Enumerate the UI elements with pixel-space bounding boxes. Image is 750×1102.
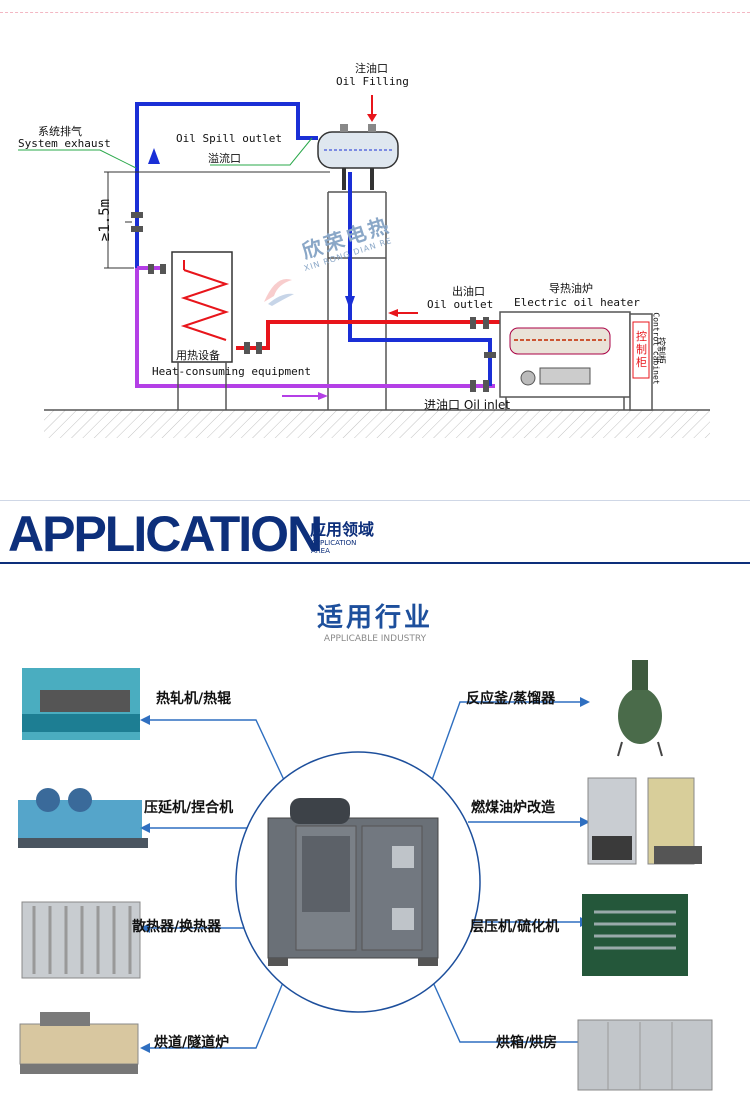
image-coal-boiler-retrofit bbox=[587, 777, 702, 865]
image-calender-machine bbox=[18, 788, 148, 848]
blue-exhaust-line bbox=[135, 102, 318, 268]
industry-title: 适用行业 bbox=[316, 603, 433, 633]
application-underline bbox=[0, 562, 750, 564]
heater-label-cn: 导热油炉 bbox=[549, 282, 593, 295]
oil-spill-label-cn: 溢流口 bbox=[208, 152, 241, 165]
oil-filling-label-cn: 注油口 bbox=[355, 62, 388, 75]
label-coal-retrofit: 燃煤油炉改造 bbox=[471, 800, 555, 816]
system-exhaust-label-cn: 系统排气 bbox=[38, 125, 82, 138]
label-calender: 压延机/捏合机 bbox=[144, 800, 234, 816]
valve-equipment-outlet bbox=[244, 342, 262, 354]
application-title-cn: 应用领域 bbox=[310, 520, 375, 539]
application-title: APPLICATION bbox=[8, 506, 323, 562]
height-dimension bbox=[104, 171, 330, 269]
label-radiator: 散热器/换热器 bbox=[132, 919, 222, 935]
ground-hatch bbox=[44, 410, 710, 438]
red-hot-oil-line bbox=[236, 320, 505, 350]
cabinet-label-cn: 控制柜 bbox=[655, 336, 666, 365]
heat-consuming-equipment bbox=[171, 251, 233, 410]
equipment-label-cn: 用热设备 bbox=[176, 349, 220, 362]
label-hot-roll: 热轧机/热辊 bbox=[156, 691, 232, 707]
oil-inlet-label: 进油口 Oil inlet bbox=[424, 398, 511, 412]
valve-oil-inlet bbox=[470, 352, 496, 392]
heater-label-en: Electric oil heater bbox=[514, 296, 640, 309]
industry-application-map bbox=[18, 660, 713, 1091]
oil-outlet-label-en: Oil outlet bbox=[427, 298, 494, 311]
image-reactor bbox=[617, 660, 663, 757]
industry-subtitle: APPLICABLE INDUSTRY bbox=[323, 634, 427, 644]
label-laminating: 层压机/硫化机 bbox=[470, 919, 560, 935]
support-tower bbox=[327, 191, 387, 410]
label-reactor: 反应釜/蒸馏器 bbox=[466, 691, 556, 707]
oil-spill-label-en: Oil Spill outlet bbox=[176, 132, 282, 145]
top-dashed-rule bbox=[0, 12, 750, 13]
valve-left-upper bbox=[125, 212, 143, 232]
control-cabinet bbox=[629, 313, 653, 411]
application-subtitle-line2: AREA bbox=[311, 547, 330, 555]
image-hot-roll-machine bbox=[22, 668, 140, 740]
image-radiator-heat-exchanger bbox=[21, 901, 141, 979]
application-subtitle-line1: APPLICATION bbox=[311, 539, 357, 547]
valve-oil-outlet bbox=[470, 317, 489, 329]
oil-outlet-label-cn: 出油口 bbox=[452, 285, 485, 298]
connector-lines bbox=[150, 701, 580, 1049]
brand-logo-icon bbox=[264, 278, 294, 306]
label-drying-tunnel: 烘道/隧道炉 bbox=[154, 1035, 230, 1051]
cabinet-face-label: 控制柜 bbox=[636, 330, 647, 369]
image-laminating-press bbox=[582, 894, 688, 976]
height-mark-label: ≥1.5m bbox=[97, 198, 114, 242]
equipment-label-en: Heat-consuming equipment bbox=[152, 365, 311, 378]
valve-left-lower bbox=[148, 264, 166, 274]
expansion-tank bbox=[317, 124, 399, 190]
thermal-oil-system-diagram bbox=[18, 95, 710, 438]
electric-oil-heater bbox=[499, 311, 631, 410]
oil-filling-label-en: Oil Filling bbox=[336, 75, 409, 88]
image-drying-tunnel bbox=[19, 1012, 139, 1074]
purple-return-line bbox=[135, 268, 495, 388]
blue-tank-to-heater-line bbox=[348, 172, 492, 386]
image-drying-oven bbox=[577, 1019, 713, 1091]
system-exhaust-label-en: System exhaust bbox=[18, 137, 111, 150]
center-heater-image bbox=[267, 798, 439, 966]
section-divider bbox=[0, 500, 750, 501]
label-drying-oven: 烘箱/烘房 bbox=[496, 1035, 558, 1051]
